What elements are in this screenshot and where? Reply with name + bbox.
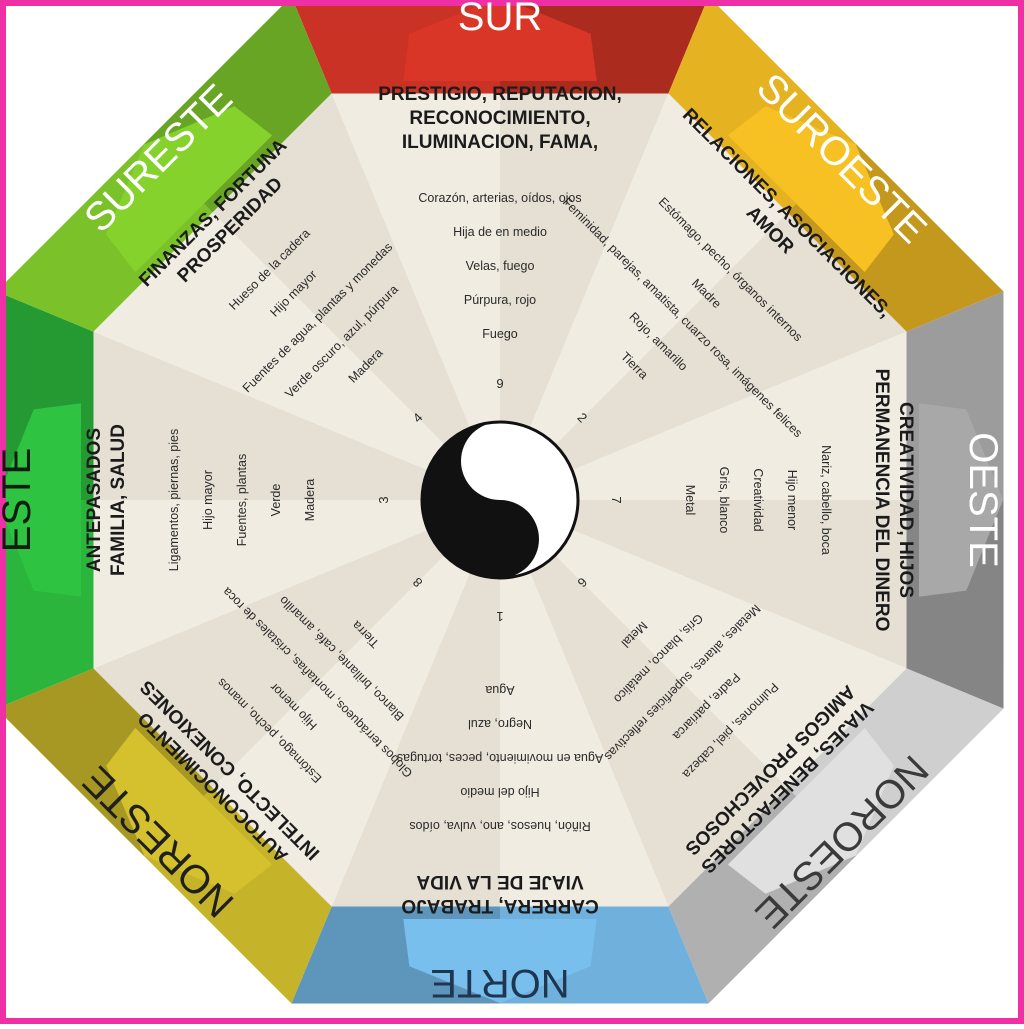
sector-item-oeste: Nariz, cabello, boca bbox=[819, 445, 833, 555]
sector-item-norte: Riñón, huesos, ano, vulva, oídos bbox=[409, 819, 590, 833]
sector-title-oeste: PERMANENCIA DEL DINERO bbox=[871, 369, 892, 632]
wedge-este bbox=[93, 500, 434, 669]
sector-item-este: Ligamentos, piernas, pies bbox=[167, 429, 181, 571]
direction-tab-suroeste bbox=[727, 106, 894, 273]
wedge-shade-sur bbox=[500, 93, 669, 434]
wedge-text-sur: SUR PRESTIGIO, REPUTACION, RECONOCIMIENTO,… bbox=[378, 0, 622, 391]
wedge-shade-este bbox=[93, 331, 434, 500]
sector-title-oeste: CREATIVIDAD, HIJOS bbox=[895, 402, 916, 598]
yin-yang-icon bbox=[420, 420, 580, 580]
wedge-norte bbox=[500, 566, 669, 907]
sector-number-norte: 1 bbox=[496, 609, 503, 624]
wedge-shade-noroeste bbox=[527, 547, 788, 907]
sector-item-oeste: Metal bbox=[683, 485, 697, 516]
direction-label-este: ESTE bbox=[0, 448, 39, 552]
sector-title-norte: CARRERA, TRABAJO bbox=[401, 895, 598, 916]
direction-tab-noreste bbox=[106, 727, 273, 894]
wedge-oeste bbox=[566, 331, 907, 500]
sector-item-oeste: Creatividad bbox=[751, 468, 765, 531]
direction-label-oeste: OESTE bbox=[961, 432, 1005, 568]
sector-item-norte: Negro, azul bbox=[468, 717, 532, 731]
sector-item-norte: Agua en movimiento, peces, tortugas bbox=[397, 751, 603, 765]
direction-tab-sureste bbox=[106, 106, 273, 273]
sector-title-sur: RECONOCIMIENTO, bbox=[409, 108, 590, 129]
wedge-suroeste bbox=[527, 93, 788, 453]
sector-item-sur: Púrpura, rojo bbox=[464, 293, 536, 307]
wedge-shade-oeste bbox=[566, 500, 907, 669]
sector-item-este: Hijo mayor bbox=[201, 470, 215, 530]
sector-number-oeste: 7 bbox=[609, 496, 624, 503]
direction-label-norte: NORTE bbox=[430, 961, 569, 1005]
sector-item-sur: Velas, fuego bbox=[466, 259, 535, 273]
wedge-shade-sureste bbox=[212, 93, 473, 453]
sector-item-este: Verde bbox=[269, 484, 283, 517]
sector-item-oeste: Hijo menor bbox=[785, 470, 799, 530]
sector-item-sur: Corazón, arterias, oídos, ojos bbox=[418, 191, 581, 205]
sector-item-norte: Agua bbox=[485, 683, 514, 697]
sector-number-sur: 9 bbox=[496, 376, 503, 391]
wedge-text-norte: NORTE CARRERA, TRABAJO VIAJE DE LA VIDA Riñ… bbox=[397, 609, 603, 1005]
sector-item-norte: Hijo del medio bbox=[460, 785, 539, 799]
sector-item-sur: Hija de en medio bbox=[453, 225, 547, 239]
sector-item-este: Madera bbox=[303, 479, 317, 521]
sector-item-oeste: Gris, blanco bbox=[717, 467, 731, 534]
direction-tab-sur bbox=[403, 6, 597, 82]
direction-tab-noroeste bbox=[727, 727, 894, 894]
wedge-sureste bbox=[93, 212, 453, 473]
sector-title-norte: VIAJE DE LA VIDA bbox=[416, 871, 583, 892]
sector-number-este: 3 bbox=[376, 496, 391, 503]
wedge-shade-norte bbox=[331, 566, 500, 907]
direction-tab-este bbox=[6, 403, 82, 597]
wedge-noreste bbox=[212, 547, 473, 907]
inner-wedges bbox=[93, 93, 907, 907]
wedge-noroeste bbox=[547, 527, 907, 788]
direction-label-sur: SUR bbox=[458, 0, 542, 39]
sector-item-este: Fuentes, plantas bbox=[235, 454, 249, 546]
direction-tab-oeste bbox=[918, 403, 1003, 597]
outer-ring bbox=[6, 6, 1004, 1004]
sector-item-sur: Fuego bbox=[482, 327, 517, 341]
direction-tab-norte bbox=[403, 918, 597, 1003]
wedge-shade-suroeste bbox=[547, 212, 907, 473]
wedge-shade-noreste bbox=[93, 527, 453, 788]
sector-title-este: ANTEPASADOS bbox=[84, 428, 105, 572]
sector-title-sur: PRESTIGIO, REPUTACION, bbox=[378, 84, 622, 105]
wedge-sur bbox=[331, 93, 500, 434]
sector-title-este: FAMILIA, SALUD bbox=[108, 424, 129, 576]
sector-title-sur: ILUMINACION, FAMA, bbox=[402, 132, 598, 153]
